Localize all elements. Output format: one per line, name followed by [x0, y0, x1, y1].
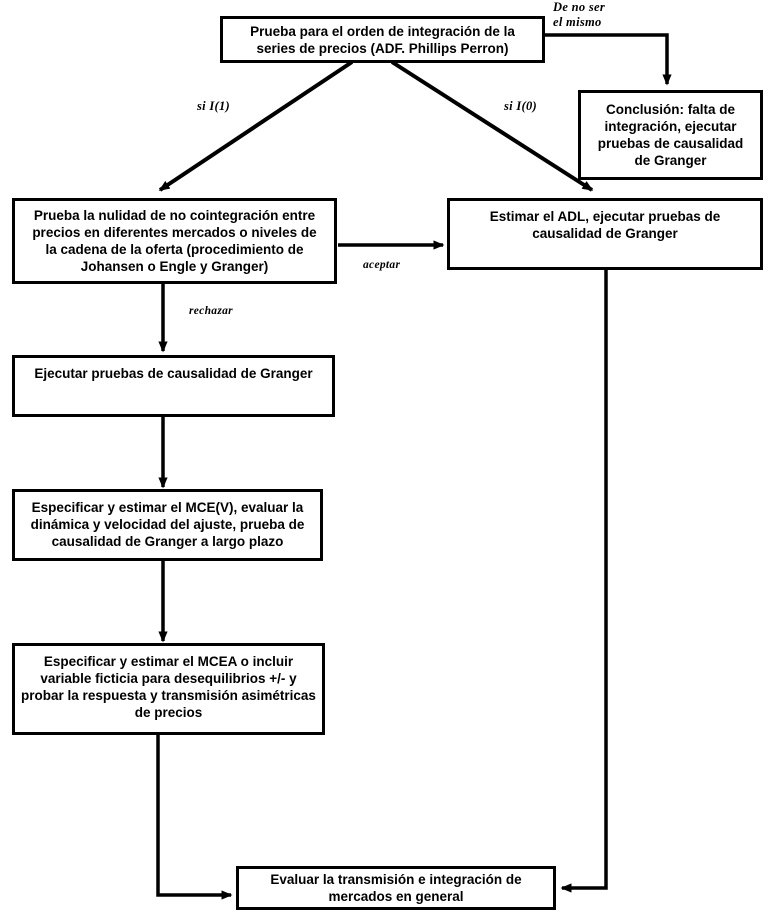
edge-label-de-no-ser-el-mismo: De no ser el mismo [553, 0, 606, 29]
node-cointegration-test[interactable]: Prueba la nulidad de no cointegración en… [12, 198, 337, 284]
node-evaluate-transmission-label: Evaluar la transmisión e integración de … [270, 872, 522, 904]
node-cointegration-test-label: Prueba la nulidad de no cointegración en… [32, 208, 317, 274]
node-evaluate-transmission[interactable]: Evaluar la transmisión e integración de … [236, 866, 556, 910]
edge-adf-to-conclusion [545, 33, 672, 86]
edge-label-si-i0: si I(0) [504, 99, 538, 113]
node-specify-mcev-label: Especificar y estimar el MCE(V), evaluar… [30, 500, 305, 549]
node-granger-causality-label: Ejecutar pruebas de causalidad de Grange… [34, 366, 313, 381]
edge-label-aceptar: aceptar [363, 259, 401, 271]
node-estimate-adl[interactable]: Estimar el ADL, ejecutar pruebas de caus… [447, 198, 763, 270]
node-adf-test[interactable]: Prueba para el orden de integración de l… [220, 16, 545, 63]
node-specify-mcea[interactable]: Especificar y estimar el MCEA o incluir … [12, 643, 325, 735]
node-estimate-adl-label: Estimar el ADL, ejecutar pruebas de caus… [489, 209, 721, 241]
edge-adf-to-adl [390, 60, 594, 192]
node-adf-test-label: Prueba para el orden de integración de l… [250, 23, 515, 56]
node-conclusion-no-integration-label: Conclusión: falta de integración, ejecut… [597, 102, 744, 168]
edge-adf-to-cointegration [158, 60, 354, 192]
node-conclusion-no-integration[interactable]: Conclusión: falta de integración, ejecut… [578, 90, 763, 180]
edge-label-si-i1: si I(1) [197, 99, 231, 113]
edge-mcea-to-evaluate [156, 735, 233, 900]
node-specify-mcea-label: Especificar y estimar el MCEA o incluir … [21, 654, 316, 720]
node-specify-mcev[interactable]: Especificar y estimar el MCE(V), evaluar… [12, 489, 323, 561]
node-granger-causality[interactable]: Ejecutar pruebas de causalidad de Grange… [12, 355, 335, 417]
edge-adl-to-evaluate [560, 270, 608, 893]
edge-label-rechazar: rechazar [189, 305, 233, 317]
